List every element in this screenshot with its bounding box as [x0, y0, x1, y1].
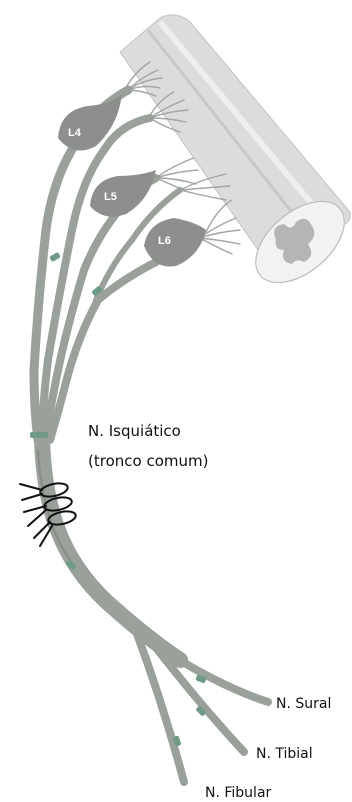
- root-label-l5: L5: [104, 191, 117, 203]
- sciatic-label-line2: (tronco comum): [88, 452, 208, 470]
- sural-label: N. Sural: [276, 696, 331, 712]
- root-label-l6: L6: [158, 235, 171, 247]
- tibial-branch: [150, 640, 244, 752]
- sciatic-trunk: [38, 440, 268, 782]
- root-label-l4: L4: [68, 127, 82, 139]
- sciatic-label-line1: N. Isquiático: [88, 422, 181, 440]
- tibial-label: N. Tibial: [256, 746, 313, 762]
- fibular-label: N. Fibular: [205, 785, 272, 801]
- ganglion-l6: [144, 218, 206, 267]
- ganglion-l5: [90, 170, 156, 217]
